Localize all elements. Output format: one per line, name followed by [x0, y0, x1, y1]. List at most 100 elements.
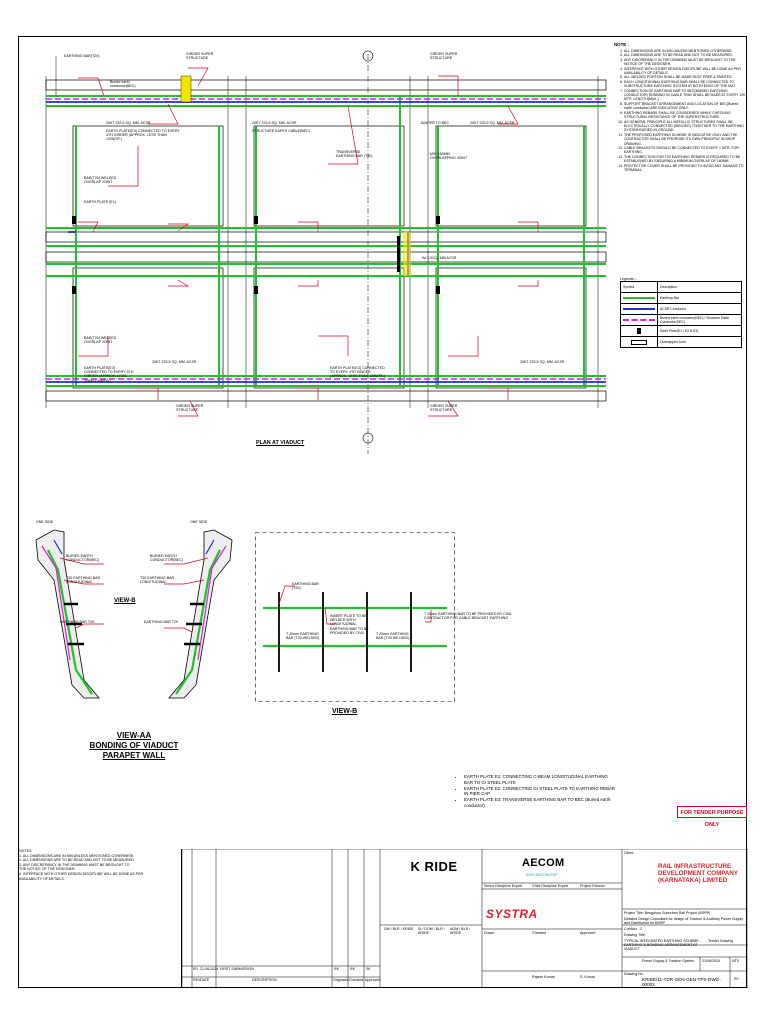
legend-row: Earthing Bar	[620, 292, 742, 305]
bottom-notes: NOTES: 1. ALL DIMENSIONS ARE IN MM UNLES…	[19, 849, 181, 881]
t20-bars-section	[47, 549, 221, 695]
legend-desc: Buried earth conductor(BEC) / Structure …	[657, 314, 742, 327]
rev-date: 21-06-2024	[200, 967, 219, 971]
legend-title: Legends :-	[620, 277, 637, 281]
drawing-title-label: Drawing Title:	[624, 933, 646, 937]
systra-logo: SYSTRA	[486, 907, 538, 921]
note-item: INTERFACE WITH OTHER DESIGN DISCIPLINE W…	[624, 67, 746, 76]
note-item: PROTECTIVE COVER SHALL BE PROVIDED TO AV…	[624, 164, 746, 173]
person-name: Rajesh Kumar	[532, 975, 555, 979]
bullet-item: EARTH PLATE E1: CONNECTING C-BEAM LONGIT…	[464, 774, 616, 786]
one-side-left: ONE SIDE	[36, 520, 54, 524]
plan-label: GIRDER SUPER STRUCTURE	[176, 404, 204, 413]
checker-col: Approved	[580, 931, 596, 935]
t20-label: T20 EARTHING BAR LONGITUDINAL	[140, 576, 175, 585]
plan-title: PLAN AT VIADUCT	[256, 440, 305, 446]
earthing-bar-label: EARTHING BAR T20	[60, 620, 95, 624]
view-b-bar2-label: T 20mm EARTHING BAR (T20 WELDED)	[286, 632, 320, 641]
plan-label: 20KT 233.5 SQ. MM. ACSR	[252, 121, 297, 125]
plan-label: BAR(T20) WELDED OVERLAP JOINT	[84, 336, 117, 345]
view-b-tag: VIEW-B	[114, 598, 136, 604]
rev-orig: RK	[334, 967, 339, 971]
note-item: EACH LONGITUDINAL EARTHING BAR SHALL BE …	[624, 80, 746, 89]
bullet-item: EARTH PLATE E2: CONNECTING GI STEEL PLAT…	[464, 786, 616, 798]
note-item: ALL WELDED PORTION SHALL BE MADE RUST FR…	[624, 75, 746, 79]
bottom-note-item: 3. ANY DISCREPANCY IN THE DRAWING MUST B…	[19, 862, 130, 867]
consultant-logo: AECOM	[522, 857, 565, 869]
drawing-sheet	[18, 36, 747, 988]
red-leaders	[78, 67, 539, 417]
earth-plate-legend: EARTH PLATE E1: CONNECTING C-BEAM LONGIT…	[456, 774, 616, 809]
appr-header: Approved	[365, 978, 381, 982]
note-item: THE CONNECTION FOR T20 EARTHING REBARS I…	[624, 155, 746, 164]
plan-label: BAR(T20) WELDED OVERLAP JOINT	[84, 176, 117, 185]
drawing-no-label: Drawing No.	[624, 972, 644, 976]
earthing-bar-label: EARTHING BAR T20	[144, 620, 179, 624]
corridor: Corridor - 2	[624, 927, 643, 931]
hatched-supports	[180, 75, 411, 276]
note-item: ALL DIMENSIONS ARE TO BE READ AND NOT TO…	[624, 53, 746, 57]
notes-list: ALL DIMENSIONS ARE IN MM UNLESS MENTIONE…	[614, 49, 746, 172]
notes-title: NOTE :	[614, 42, 629, 47]
doc-code: DM / BLR / KRIDE	[384, 927, 414, 931]
plan-label: GIRDER SUPER STRUCTURE	[186, 52, 214, 61]
bottom-notes-title: NOTES:	[19, 849, 33, 853]
date: 21/06/2024	[702, 959, 720, 963]
rev-header: REV	[193, 978, 201, 982]
note-item: CONNECTION OF EARTHING BAR TO BEC(BURIED…	[624, 89, 746, 102]
client-label: Client:	[624, 851, 635, 855]
checker-col: Checked	[532, 931, 547, 935]
legend-desc: Earthing Bar	[657, 292, 742, 305]
bec-conductors	[46, 98, 606, 380]
axis-markers	[362, 50, 374, 444]
bottom-note-item: THE NOTICE OF THE DESIGNER.	[19, 867, 76, 872]
title-block-grid	[182, 849, 748, 988]
designer-col: Chief Discipline Expert	[532, 884, 569, 888]
note-item: CABLE BRACKETS SHOULD BE CONNECTED TO EV…	[624, 146, 746, 155]
bottom-note-item: 2. ALL DIMENSIONS ARE TO BE READ AND NOT…	[19, 858, 135, 863]
tender-stamp: FOR TENDER PURPOSE ONLY	[677, 806, 747, 828]
plan-label: GIRDER SUPER STRUCTURE	[430, 404, 458, 413]
legend-desc: ACSR Conductor	[657, 303, 742, 316]
plan-label: EARTH PLATE (E1)	[84, 200, 117, 204]
plan-label: EARTH PLATE(E3) CONNECTED TO EVERY 4TH G…	[330, 366, 386, 379]
doc-code: SI / DOM / BLR / KRIDE	[418, 927, 445, 936]
view-aa-subtitle-2: PARAPET WALL	[102, 751, 166, 760]
legend-desc: Earth Plate(E1 / E2 & E3)	[657, 325, 742, 338]
legend-desc: Overlapped Joint	[657, 336, 742, 349]
legend-symbol	[620, 325, 658, 338]
plan-label: 20KT 233.5 SQ. MM. ACSR	[152, 360, 197, 364]
plan-label: EARTH PLATE(E3) CONNECTED TO EVERY 4TH G…	[106, 129, 180, 142]
legend-symbol	[620, 314, 658, 327]
earth-plates	[72, 216, 440, 294]
legend-header-desc: Description	[657, 281, 742, 294]
note-item: SUPPORT BRACKET ARRANGEMENT AND LOCATION…	[624, 102, 746, 111]
earthing-bars	[46, 95, 606, 387]
girder-outlines	[45, 79, 607, 402]
legend-row: Overlapped Joint	[620, 336, 742, 349]
bec-label: BURIED EARTH CONDUCTOR(BEC)	[66, 554, 100, 563]
project-stage: Tender Drawing	[708, 939, 734, 943]
date-header: DATE	[200, 978, 210, 982]
parapet-section	[35, 529, 233, 699]
bullet-item: EARTH PLATE E3: TRANSVERSE EARTHING BAR …	[464, 797, 616, 809]
plan-at-viaduct-diagram	[45, 50, 607, 454]
person-name: S. Kumar	[580, 975, 595, 979]
view-b-bar2-label: T 20mm EARTHING BAR (T20 WELDED)	[376, 632, 410, 641]
plan-label: W/ 2.5SQ. MM ACSR	[422, 256, 457, 260]
legend-row: Earth Plate(E1 / E2 & E3)	[620, 325, 742, 338]
drawing-number: KRIDE/11-TDR-GEN-GEN-TPS-DWG-00002	[642, 977, 721, 988]
rev-value: R0	[193, 967, 198, 971]
plan-frame	[45, 54, 599, 454]
drawing-title: TYPICAL INTEGRATED EARTHING SCHEME - EAR…	[624, 939, 701, 952]
bottom-note-item: AVAILABILITY OF DETAILS.	[19, 876, 65, 881]
general-notes: NOTE : ALL DIMENSIONS ARE IN MM UNLESS M…	[614, 42, 746, 270]
bottom-note-item: 1. ALL DIMENSIONS ARE IN MM UNLESS MENTI…	[19, 853, 135, 858]
note-item: EARTHING REBARS SHALL BE CONSIDERED WHIL…	[624, 111, 746, 120]
bec-label: BURIED EARTH CONDUCTOR(BEC)	[150, 554, 184, 563]
t20-label: T20 EARTHING BAR LONGITUDINAL	[66, 576, 101, 585]
drawing-rev: R0	[734, 977, 739, 981]
plan-label: 20KT 233.5 SQ. MM. ACSR	[520, 360, 565, 364]
legend: Legends :- Symbol Description Earthing B…	[620, 277, 742, 349]
